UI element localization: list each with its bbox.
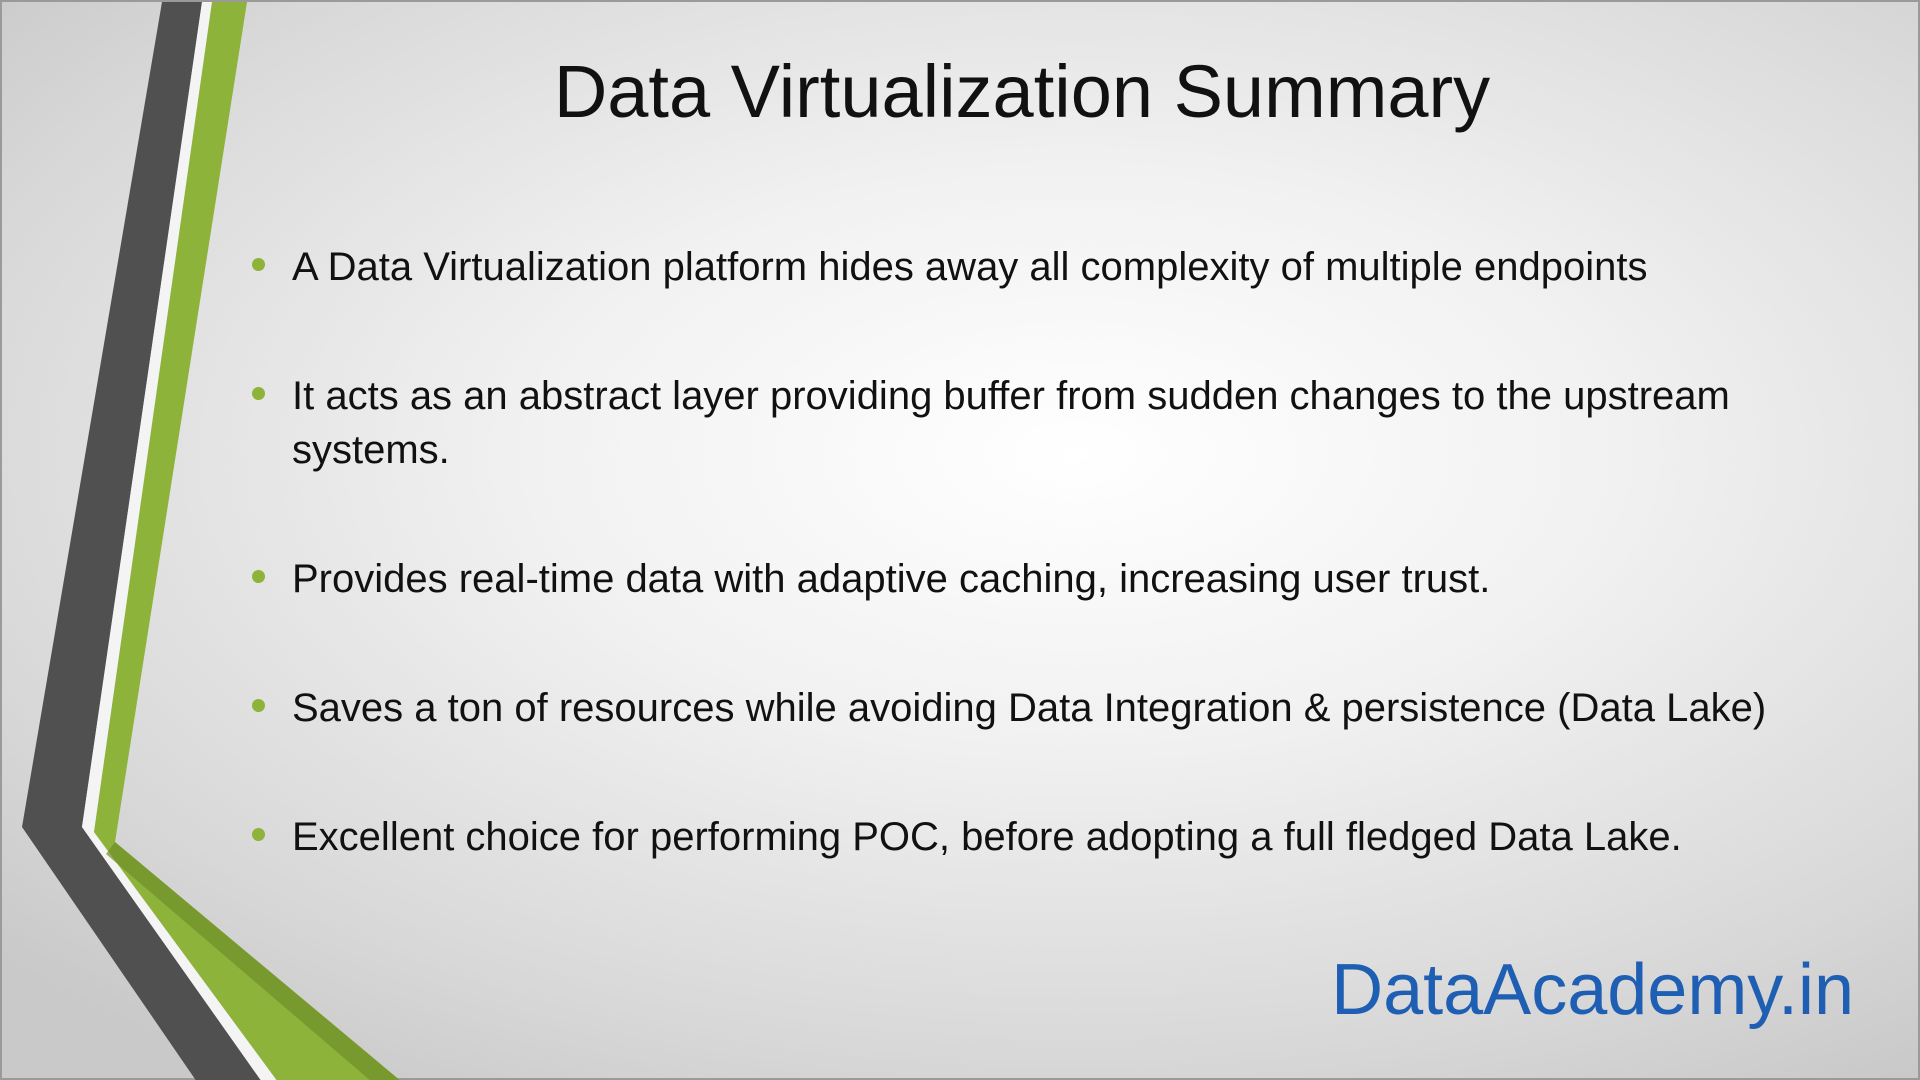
bullet-item: Saves a ton of resources while avoiding … xyxy=(252,681,1812,735)
slide-title: Data Virtualization Summary xyxy=(553,50,1491,133)
bullet-text: Excellent choice for performing POC, bef… xyxy=(292,815,1682,859)
white-stripe xyxy=(82,2,277,1080)
bullet-dot-icon xyxy=(252,570,265,583)
bullet-text: It acts as an abstract layer providing b… xyxy=(292,374,1730,472)
bullet-text: A Data Virtualization platform hides awa… xyxy=(292,245,1648,289)
bullet-item: Provides real-time data with adaptive ca… xyxy=(252,552,1812,606)
bullet-dot-icon xyxy=(252,387,265,400)
brand-watermark: DataAcademy.in xyxy=(1331,950,1854,1030)
gray-stripe xyxy=(22,2,261,1080)
bullet-item: A Data Virtualization platform hides awa… xyxy=(252,240,1812,294)
bullet-item: Excellent choice for performing POC, bef… xyxy=(252,810,1812,864)
bullet-dot-icon xyxy=(252,828,265,841)
bullet-text: Saves a ton of resources while avoiding … xyxy=(292,686,1767,730)
bullet-item: It acts as an abstract layer providing b… xyxy=(252,369,1812,477)
bullet-dot-icon xyxy=(252,258,265,271)
green-stripe xyxy=(94,2,400,1080)
green-shadow xyxy=(106,842,400,1080)
bullet-list: A Data Virtualization platform hides awa… xyxy=(252,240,1812,939)
bullet-text: Provides real-time data with adaptive ca… xyxy=(292,557,1491,601)
bullet-dot-icon xyxy=(252,699,265,712)
